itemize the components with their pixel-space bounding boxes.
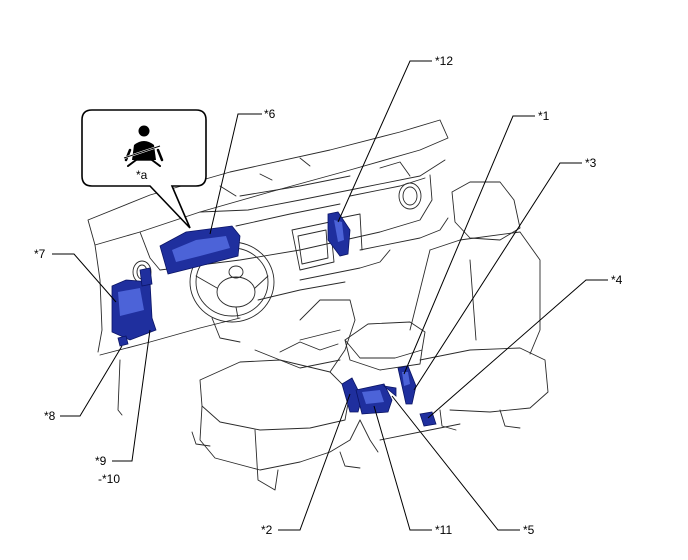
callout-2-label: *2 [261, 523, 273, 537]
seatbelt-warning-icon [123, 125, 164, 167]
driver-seat-outline [191, 299, 361, 491]
dashboard-outline [87, 119, 449, 416]
callout-1-label: *1 [538, 109, 550, 123]
combination-meter-part [159, 225, 241, 275]
center-console-outline [254, 321, 426, 371]
center-airbag-sensor-part [341, 377, 397, 415]
passenger-airbag-part [327, 211, 351, 257]
callout-8-label: *8 [44, 409, 56, 423]
callout-9-label: *9 [95, 454, 107, 468]
callout-10-label: -*10 [98, 472, 120, 486]
passenger-seat-outline [409, 181, 549, 431]
warning-light-inset: *a [81, 109, 207, 229]
callout-3-label: *3 [585, 156, 597, 170]
seatbelt-buckle-part [397, 365, 437, 427]
callout-4-label: *4 [611, 273, 623, 287]
callout-labels: *12 *6 *1 *3 *4 *7 *8 *9 -*10 *2 *11 *5 [34, 54, 623, 537]
leader-lines [52, 60, 608, 531]
callout-12-label: *12 [435, 54, 453, 68]
callout-7-label: *7 [34, 247, 46, 261]
callout-6-label: *6 [264, 107, 276, 121]
callout-a-label: *a [136, 168, 148, 182]
callout-5-label: *5 [523, 523, 535, 537]
ecu-assembly-part [111, 267, 157, 347]
floor-outline [359, 419, 461, 453]
callout-11-label: *11 [435, 523, 452, 537]
